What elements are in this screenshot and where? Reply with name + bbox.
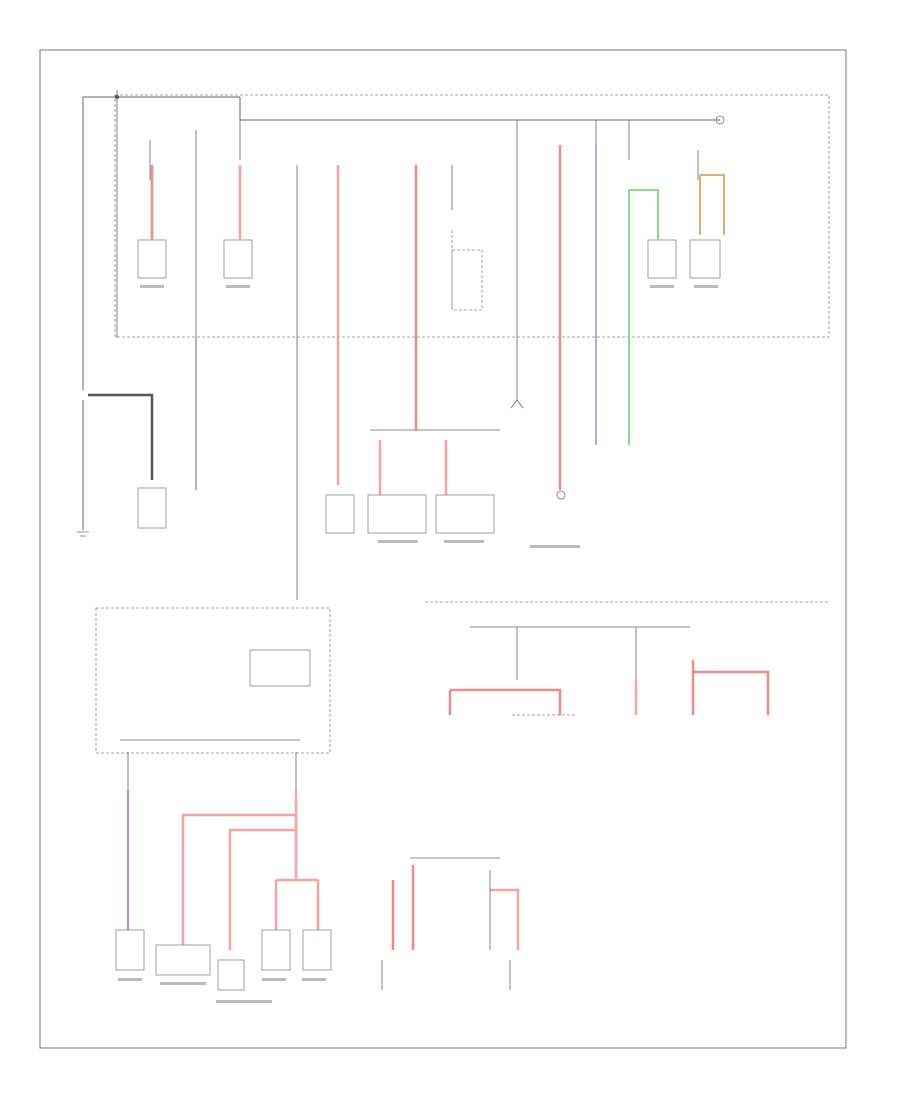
- lower-left-branches: [115, 790, 332, 991]
- battery-ground-circuit: [77, 97, 197, 537]
- colored-circuits: [150, 145, 725, 490]
- bottom-right-circuits: [381, 857, 520, 990]
- interior-connector: [451, 230, 483, 311]
- underhood-fuse-box: [83, 90, 830, 338]
- relays: [137, 239, 721, 279]
- mid-modules: [325, 399, 566, 534]
- faint-labels: [118, 285, 718, 1003]
- lower-left-module: [95, 210, 331, 790]
- lower-right-fuse-box: [425, 601, 828, 716]
- diagram-border: [39, 49, 847, 1049]
